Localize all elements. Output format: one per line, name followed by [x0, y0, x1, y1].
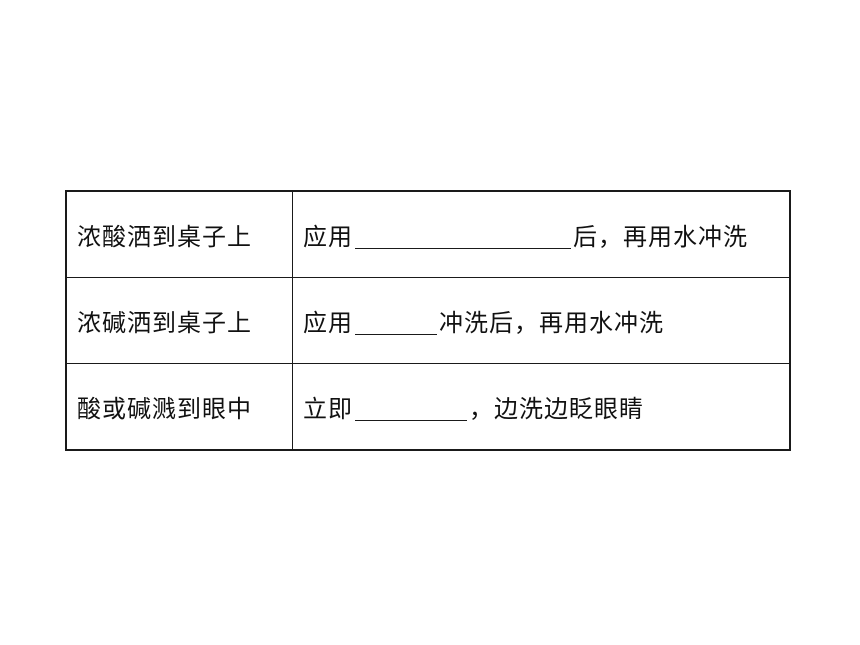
answer-blank[interactable] [355, 393, 467, 421]
situation-cell: 浓碱洒到桌子上 [65, 277, 293, 364]
table-row: 浓酸洒到桌子上 应用 后，再用水冲洗 [65, 190, 791, 278]
accident-handling-table: 浓酸洒到桌子上 应用后，再用水冲洗 浓碱洒到桌子上 应用冲洗后，再用水冲洗 酸或… [65, 190, 791, 451]
measure-prefix: 立即 [303, 395, 353, 423]
table-row: 浓碱洒到桌子上 应用 冲洗后，再用水冲洗 [65, 277, 791, 364]
answer-blank[interactable] [355, 221, 571, 249]
measure-suffix: 后，再用水冲洗 [573, 223, 748, 251]
measure-cell: 应用 冲洗后，再用水冲洗 [292, 277, 791, 364]
measure-cell: 立即 ，边洗边眨眼睛 [292, 363, 791, 451]
table-row: 酸或碱溅到眼中 立即 ，边洗边眨眼睛 [65, 363, 791, 451]
measure-suffix: ，边洗边眨眼睛 [469, 395, 644, 423]
answer-blank[interactable] [355, 307, 437, 335]
situation-cell: 浓酸洒到桌子上 [65, 190, 293, 278]
measure-suffix: 冲洗后，再用水冲洗 [439, 309, 664, 337]
measure-cell: 应用 后，再用水冲洗 [292, 190, 791, 278]
measure-prefix: 应用 [303, 223, 353, 251]
measure-prefix: 应用 [303, 309, 353, 337]
situation-cell: 酸或碱溅到眼中 [65, 363, 293, 451]
